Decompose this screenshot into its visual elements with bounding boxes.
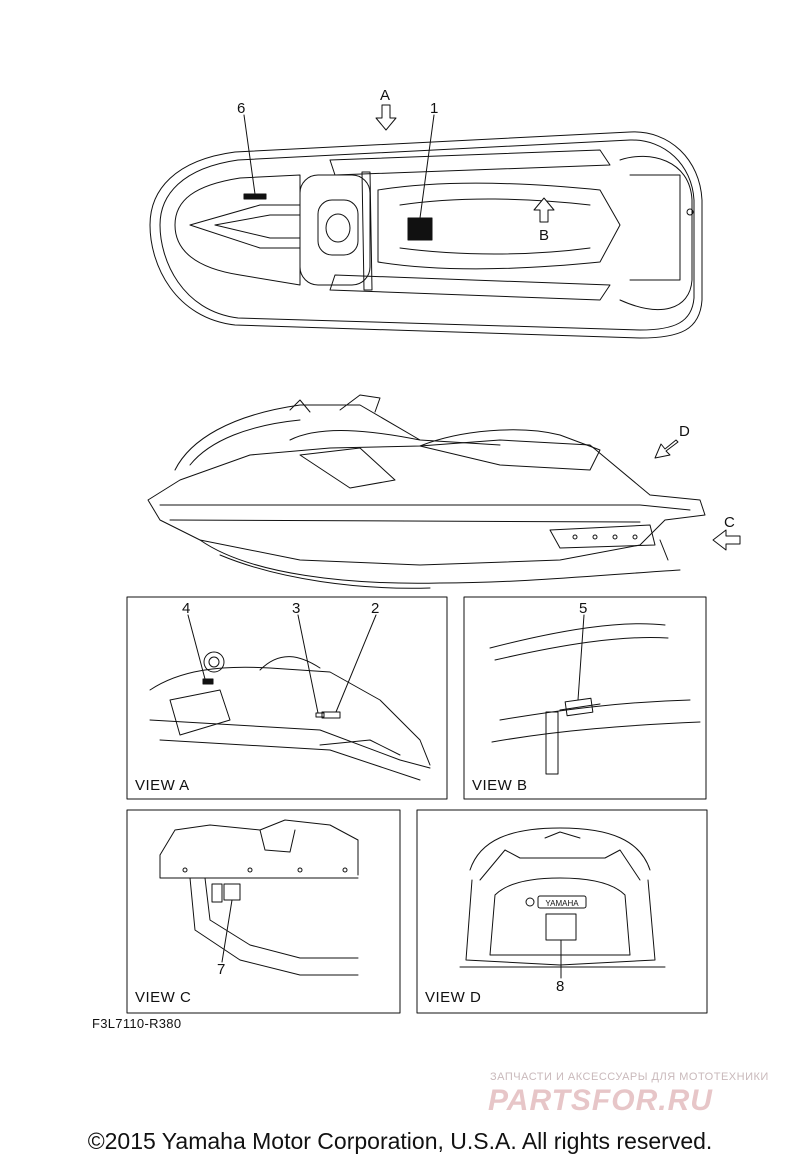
copyright-footer: ©2015 Yamaha Motor Corporation, U.S.A. A…: [87, 1128, 713, 1154]
view-a-label: VIEW A: [135, 777, 190, 794]
arrow-label-c: C: [724, 514, 735, 531]
figure-code: F3L7110-R380: [92, 1016, 182, 1031]
view-a-panel: [126, 596, 448, 800]
callout-8: 8: [556, 978, 564, 995]
view-c-label: VIEW C: [135, 989, 191, 1006]
callout-2: 2: [371, 600, 379, 617]
watercraft-top-view: [149, 104, 703, 339]
callout-4: 4: [182, 600, 190, 617]
view-d-label: VIEW D: [425, 989, 481, 1006]
view-b-panel: [463, 596, 707, 800]
watermark-logo: PARTSFOR.RU: [488, 1084, 713, 1117]
yamaha-plate-text: YAMAHA: [545, 899, 579, 908]
arrow-label-d: D: [679, 423, 690, 440]
view-c-panel: [126, 809, 401, 1014]
watermark-tagline: ЗАПЧАСТИ И АКСЕССУАРЫ ДЛЯ МОТОТЕХНИКИ: [490, 1071, 769, 1083]
view-b-label: VIEW B: [472, 777, 528, 794]
callout-5: 5: [579, 600, 587, 617]
arrow-label-b: B: [539, 227, 549, 244]
callout-7: 7: [217, 961, 225, 978]
callout-6: 6: [237, 100, 245, 117]
view-d-panel: [416, 809, 708, 1014]
callout-1: 1: [430, 100, 438, 117]
callout-3: 3: [292, 600, 300, 617]
arrow-label-a: A: [380, 87, 390, 104]
watercraft-side-view: [147, 394, 741, 589]
